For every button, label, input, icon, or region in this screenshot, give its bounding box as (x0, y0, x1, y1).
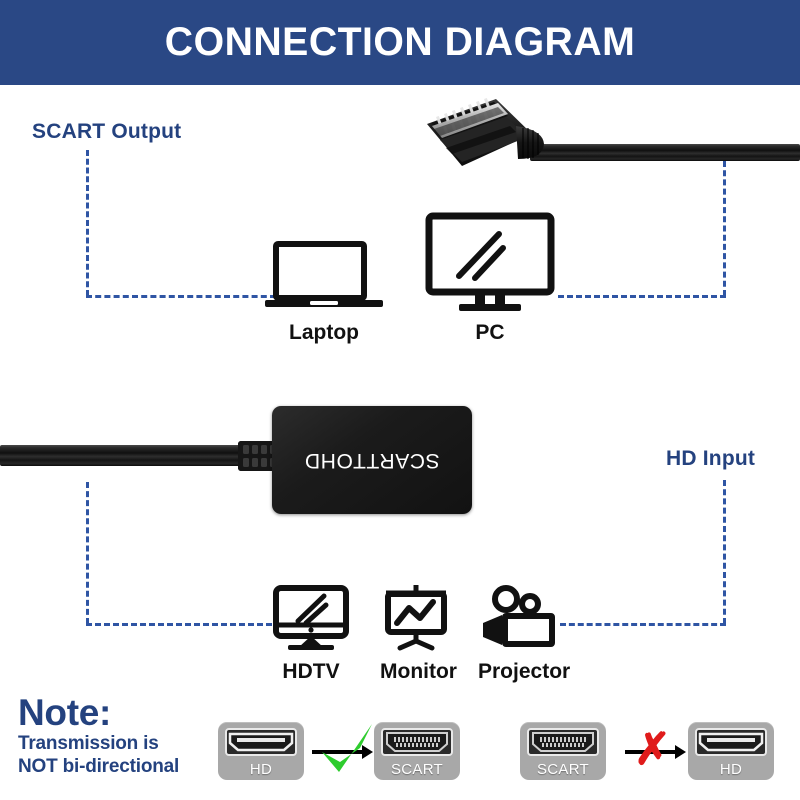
dash-line-hd-left-vertical (86, 482, 89, 624)
device-projector: Projector (478, 585, 571, 684)
page-header-banner: CONNECTION DIAGRAM (0, 0, 800, 85)
note-line-1: Transmission is (18, 733, 159, 754)
arrow-line-allowed (312, 750, 364, 754)
scart-to-hd-converter-box: SCARTTOHD (272, 406, 472, 514)
port-caption-scart-target: SCART (390, 761, 444, 778)
device-monitor: Monitor (380, 585, 457, 684)
device-hdtv: HDTV (272, 585, 350, 684)
check-mark-icon (322, 724, 372, 772)
device-laptop: Laptop (262, 240, 386, 345)
dash-line-hd-input-vertical (723, 480, 726, 624)
scart-port-icon (381, 728, 453, 756)
port-caption-hd-source: HD (249, 761, 273, 778)
hdmi-port-icon-2 (695, 728, 767, 756)
scart-connector-icon (427, 97, 544, 166)
dash-line-hd-input-horizontal (560, 623, 726, 626)
arrow-head-forbidden (675, 745, 686, 759)
scart-cable-top (530, 144, 800, 161)
dash-line-top-cable-vertical (723, 161, 726, 296)
monitor-icon (425, 212, 555, 311)
cross-mark-icon: ✗ (634, 725, 671, 774)
port-chip-scart-source: SCART (520, 722, 606, 780)
laptop-icon (265, 241, 383, 307)
label-scart-output: SCART Output (32, 120, 182, 143)
device-projector-caption: Projector (478, 660, 571, 683)
device-laptop-caption: Laptop (289, 321, 359, 344)
device-pc: PC (423, 212, 557, 345)
port-caption-scart-source: SCART (536, 761, 590, 778)
note-title: Note: (18, 692, 112, 733)
label-hd-input: HD Input (666, 447, 756, 470)
scart-port-icon-2 (527, 728, 599, 756)
arrow-head-allowed (362, 745, 373, 759)
device-hdtv-caption: HDTV (282, 660, 340, 683)
video-camera-icon (483, 585, 555, 647)
presentation-screen-icon (385, 585, 447, 651)
port-caption-hd-target: HD (719, 761, 743, 778)
dash-line-top-cable-horizontal (558, 295, 726, 298)
device-pc-caption: PC (475, 321, 505, 344)
note-line-2: NOT bi-directional (18, 756, 180, 777)
hdtv-icon (273, 585, 349, 650)
hd-cable-left (0, 445, 262, 466)
converter-brand-label: SCARTTOHD (304, 449, 440, 472)
note-block: Note: Transmission is NOT bi-directional (18, 694, 179, 778)
dash-line-hd-left-horizontal (86, 623, 272, 626)
dash-line-scart-output-vertical (86, 150, 89, 296)
device-monitor-caption: Monitor (380, 660, 457, 683)
arrow-line-forbidden (625, 750, 677, 754)
hdmi-port-icon (225, 728, 297, 756)
page-title: CONNECTION DIAGRAM (164, 20, 636, 64)
port-chip-hd-target: HD (688, 722, 774, 780)
port-chip-hd-source: HD (218, 722, 304, 780)
port-chip-scart-target: SCART (374, 722, 460, 780)
dash-line-scart-output-horizontal (86, 295, 276, 298)
